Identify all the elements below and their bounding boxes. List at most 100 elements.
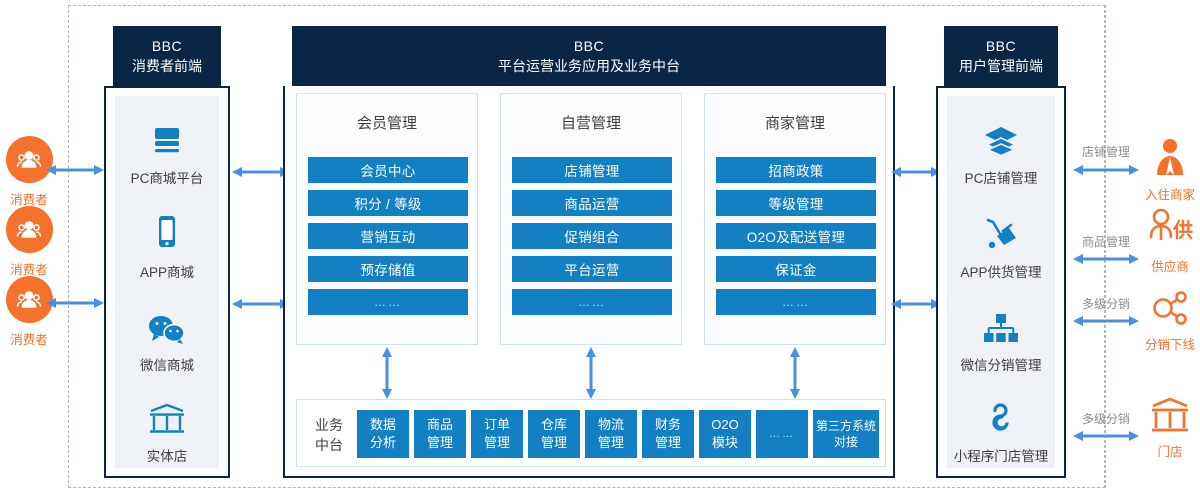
group-item[interactable]: 预存储值 (308, 256, 468, 282)
left-channel-pc[interactable]: PC商城平台 (115, 118, 219, 187)
center-header-line2: 平台运营业务应用及业务中台 (498, 58, 680, 74)
mid-cell-line2: 对接 (833, 435, 858, 449)
left-panel-header: BBC 消费者前端 (113, 26, 221, 86)
mid-cell-line1: 物流 (597, 417, 624, 433)
mid-cell-line1: 仓库 (540, 417, 567, 433)
relation-label-distributor: 多级分销 (1081, 297, 1130, 311)
group-item-more[interactable]: …… (308, 289, 468, 315)
mid-cell-line2: 管理 (426, 435, 453, 450)
mid-cell-order[interactable]: 订单 管理 (471, 410, 523, 458)
monitor-icon (147, 118, 187, 158)
actor-label: 消费者 (10, 333, 48, 347)
mid-cell-line1: …… (769, 427, 795, 440)
group-card-member: 会员管理 会员中心 积分 / 等级 营销互动 预存储值 …… (296, 93, 478, 345)
arrow-merchant-to-midplatform (788, 347, 802, 399)
arrow-member-to-midplatform (380, 347, 394, 399)
relation-label-merchant: 店铺管理 (1081, 145, 1130, 159)
shop-icon (1147, 390, 1193, 436)
center-panel-header: BBC 平台运营业务应用及业务中台 (292, 26, 886, 86)
mid-cell-line2: 管理 (654, 435, 681, 450)
relation-label-shop: 多级分销 (1081, 412, 1130, 426)
group-item[interactable]: 会员中心 (308, 157, 468, 183)
mid-cell-o2o[interactable]: O2O 模块 (699, 410, 751, 458)
group-item[interactable]: 等级管理 (716, 190, 876, 216)
right-scope-divider (1105, 5, 1106, 488)
actor-resident-merchant: 入住商家 (1140, 133, 1200, 203)
mid-cell-line1: O2O (711, 417, 739, 433)
users-circle-icon (5, 136, 53, 183)
share-network-icon (1148, 283, 1192, 329)
right-channel-app-supply[interactable]: APP供货管理 (947, 212, 1055, 281)
mid-cell-line1: 数据 (369, 417, 396, 433)
svg-text:供: 供 (1172, 218, 1193, 242)
right-channel-label: PC店铺管理 (964, 171, 1038, 186)
right-header-line1: BBC (985, 37, 1017, 54)
arrow-center-to-right-panel-top (891, 165, 941, 179)
mid-cell-line2: 分析 (369, 435, 396, 450)
delivery-cart-icon (981, 212, 1021, 252)
arrow-left-panel-to-center-bottom (232, 297, 290, 311)
group-item[interactable]: 商品运营 (512, 190, 672, 216)
left-header-line2: 消费者前端 (132, 58, 202, 74)
right-channel-wechat-distribution[interactable]: 微信分销管理 (947, 305, 1055, 374)
mid-cell-finance[interactable]: 财务 管理 (642, 410, 694, 458)
mid-cell-data-analysis[interactable]: 数据 分析 (357, 410, 409, 458)
group-item[interactable]: 保证金 (716, 256, 876, 282)
mid-cell-more[interactable]: …… (756, 410, 808, 458)
mid-cell-line1: 第三方系统 (815, 418, 876, 433)
left-channel-label: PC商城平台 (130, 171, 204, 186)
group-card-selfrun: 自营管理 店铺管理 商品运营 促销组合 平台运营 …… (500, 93, 682, 345)
mid-cell-warehouse[interactable]: 仓库 管理 (528, 410, 580, 458)
actor-consumer-3: 消费者 (0, 276, 58, 348)
wechat-icon (146, 305, 188, 345)
miniprogram-icon (981, 396, 1021, 436)
left-channel-app[interactable]: APP商城 (115, 212, 219, 281)
right-channel-label: 小程序门店管理 (953, 449, 1049, 464)
actor-label: 供应商 (1151, 260, 1189, 274)
actor-downline-distributor: 分销下线 (1140, 283, 1200, 353)
left-channel-wechat[interactable]: 微信商城 (115, 305, 219, 374)
org-tree-icon (981, 305, 1021, 345)
left-channel-store[interactable]: 实体店 (115, 396, 219, 465)
mid-platform-strip: 业务 中台 数据 分析 商品 管理 订单 管理 仓库 管理 物流 管理 (296, 399, 886, 467)
group-item[interactable]: O2O及配送管理 (716, 223, 876, 249)
actor-consumer-1: 消费者 (0, 136, 58, 208)
group-item[interactable]: 促销组合 (512, 223, 672, 249)
mid-cell-line1: 订单 (483, 417, 510, 433)
mid-cell-line2: 管理 (597, 435, 624, 450)
group-item-more[interactable]: …… (512, 289, 672, 315)
arrow-relation-supplier (1073, 252, 1139, 266)
users-circle-icon (5, 206, 53, 253)
actor-label: 入住商家 (1144, 188, 1195, 202)
right-panel-fill: PC店铺管理 APP供货管理 (947, 96, 1055, 468)
arrow-relation-shop (1073, 429, 1139, 443)
center-header-line1: BBC (573, 37, 605, 54)
group-item[interactable]: 平台运营 (512, 256, 672, 282)
left-channel-label: 实体店 (146, 449, 188, 464)
group-item[interactable]: 积分 / 等级 (308, 190, 468, 216)
right-channel-miniprogram-store[interactable]: 小程序门店管理 (947, 396, 1055, 465)
left-panel-fill: PC商城平台 APP商城 (115, 96, 219, 468)
mid-cell-thirdparty[interactable]: 第三方系统 对接 (813, 410, 879, 458)
right-channel-pc-shop[interactable]: PC店铺管理 (947, 118, 1055, 187)
mid-cell-product[interactable]: 商品 管理 (414, 410, 466, 458)
arrow-relation-merchant (1073, 163, 1139, 177)
arrow-selfrun-to-midplatform (584, 347, 598, 399)
group-item[interactable]: 招商政策 (716, 157, 876, 183)
left-panel-body: PC商城平台 APP商城 (104, 86, 230, 478)
left-channel-label: APP商城 (139, 265, 194, 280)
group-item[interactable]: 店铺管理 (512, 157, 672, 183)
group-item-more[interactable]: …… (716, 289, 876, 315)
mid-cell-line2: 管理 (483, 435, 510, 450)
mid-cell-line2: 管理 (540, 435, 567, 450)
group-item[interactable]: 营销互动 (308, 223, 468, 249)
actor-label: 消费者 (10, 193, 48, 207)
relation-label-supplier: 商品管理 (1081, 235, 1130, 249)
actor-supplier: 供 供应商 (1140, 205, 1200, 275)
mid-cell-logistics[interactable]: 物流 管理 (585, 410, 637, 458)
storefront-icon (146, 396, 188, 436)
actor-label: 消费者 (10, 263, 48, 277)
group-title: 会员管理 (356, 115, 417, 132)
right-panel-header: BBC 用户管理前端 (944, 26, 1058, 86)
